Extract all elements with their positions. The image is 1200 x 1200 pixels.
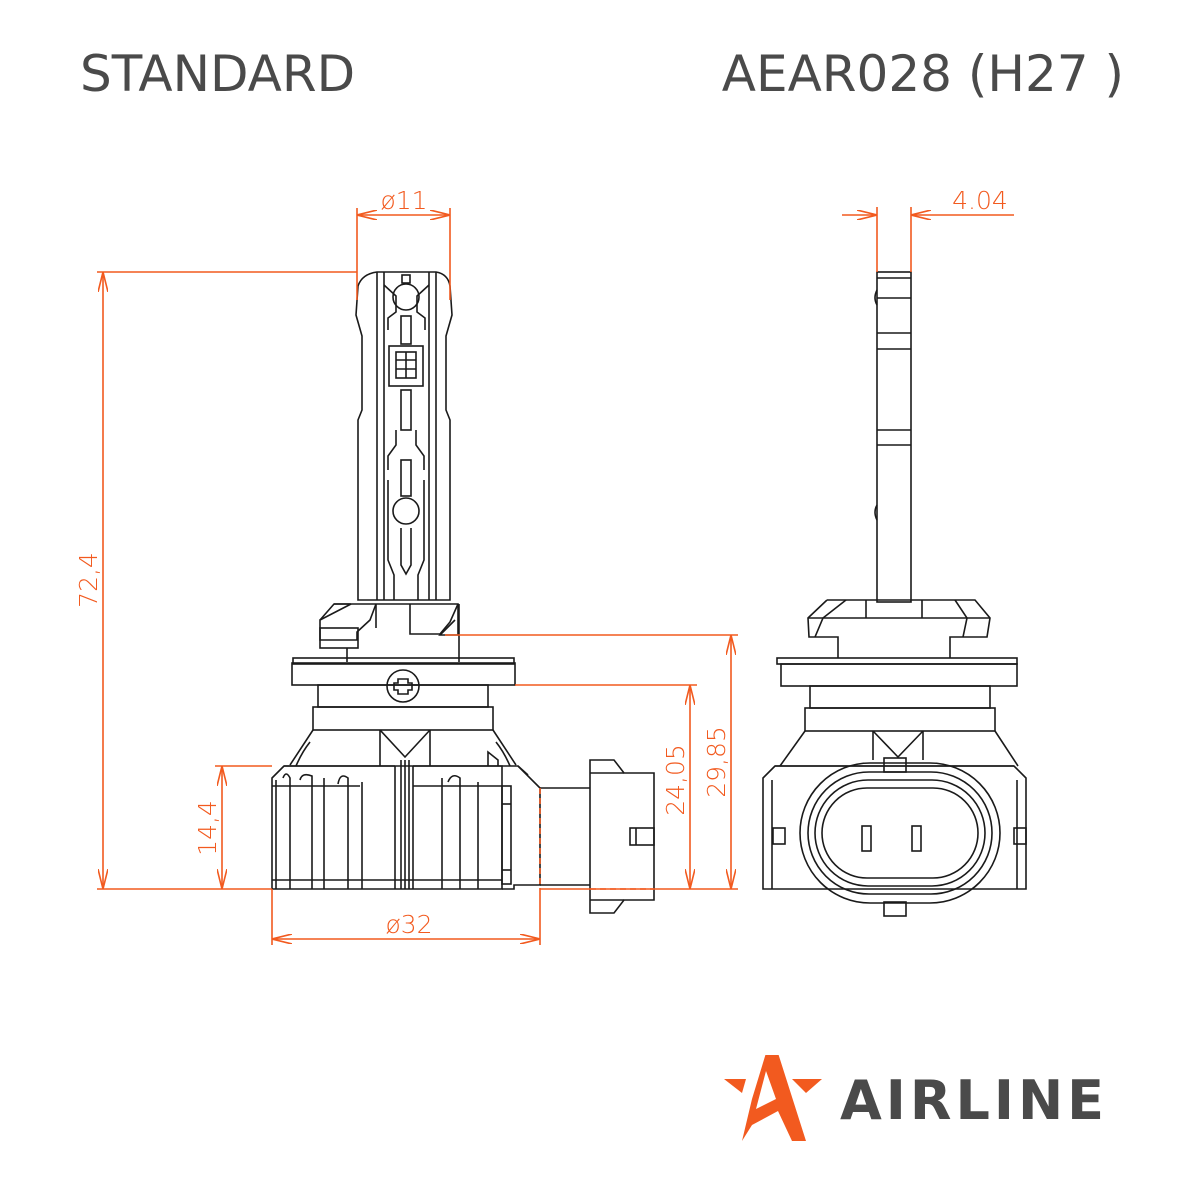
dim-base-diameter: ø32	[385, 910, 432, 939]
series-title: STANDARD	[80, 45, 356, 103]
airline-star-logo-icon	[724, 1055, 822, 1141]
dim-side-thickness: 4.04	[952, 186, 1008, 215]
dim-bulb-diameter: ø11	[380, 186, 427, 215]
dimension-labels: ø11 4.04 72,4 14,4 24,05 29,85 ø32	[74, 186, 1008, 939]
side-view	[762, 271, 1027, 917]
dim-total-height: 72,4	[74, 552, 103, 608]
front-view	[271, 271, 655, 914]
brand-logo: AIRLINE	[722, 1055, 1142, 1145]
dim-base-height: 14,4	[193, 800, 222, 856]
dim-height-to-collar: 29,85	[702, 726, 731, 798]
model-title: AEAR028 (H27 )	[721, 45, 1124, 103]
brand-name: AIRLINE	[840, 1069, 1109, 1132]
dimension-lines	[97, 207, 1014, 945]
dim-height-to-flange: 24,05	[661, 744, 690, 816]
